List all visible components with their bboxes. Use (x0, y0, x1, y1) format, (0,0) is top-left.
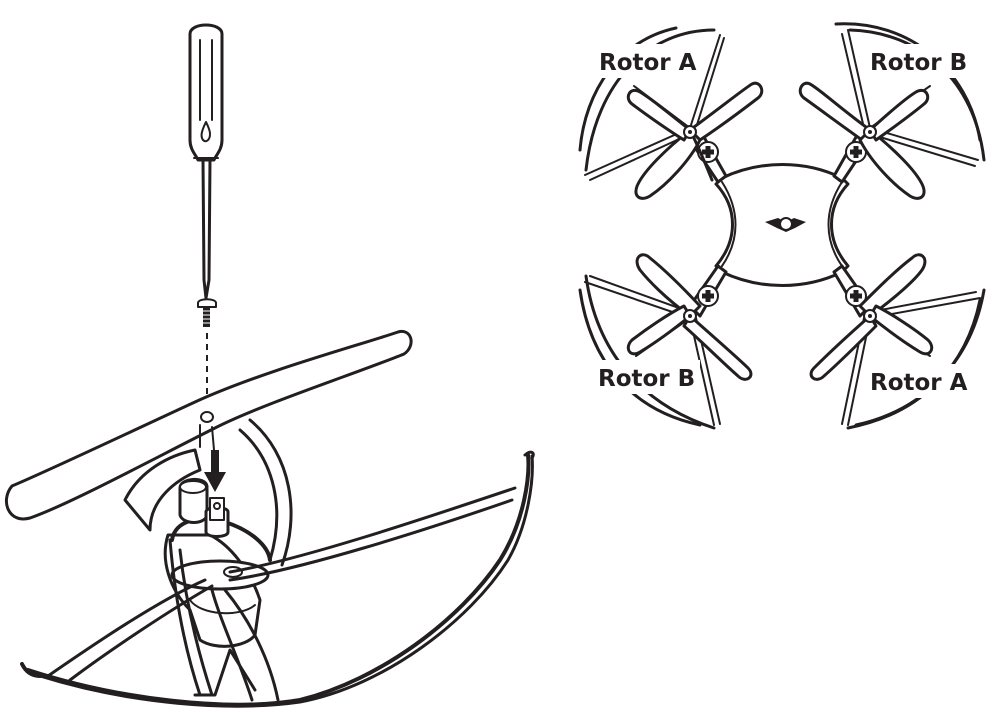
propeller-bottom-right (809, 253, 934, 381)
propeller-bottom-left (626, 253, 753, 381)
logo-emblem (765, 217, 806, 232)
propeller-blade (4, 329, 413, 521)
screw-icon (197, 298, 217, 327)
rotor-label-bottom-left: Rotor B (598, 366, 695, 392)
installation-detail (4, 23, 535, 708)
propeller-hub-hole (200, 411, 214, 423)
motor-mount (123, 448, 272, 648)
screwdriver-icon (188, 23, 224, 300)
rotor-label-top-left: Rotor A (599, 50, 697, 76)
drone-top-view: Rotor A Rotor B Rotor B Rotor A (578, 22, 986, 430)
propeller-top-left (626, 81, 764, 200)
propeller-guard (20, 418, 535, 708)
down-arrow-icon (204, 450, 226, 492)
rotor-label-top-right: Rotor B (870, 50, 967, 76)
propeller-top-right (798, 81, 930, 200)
rotor-label-bottom-right: Rotor A (870, 370, 968, 396)
